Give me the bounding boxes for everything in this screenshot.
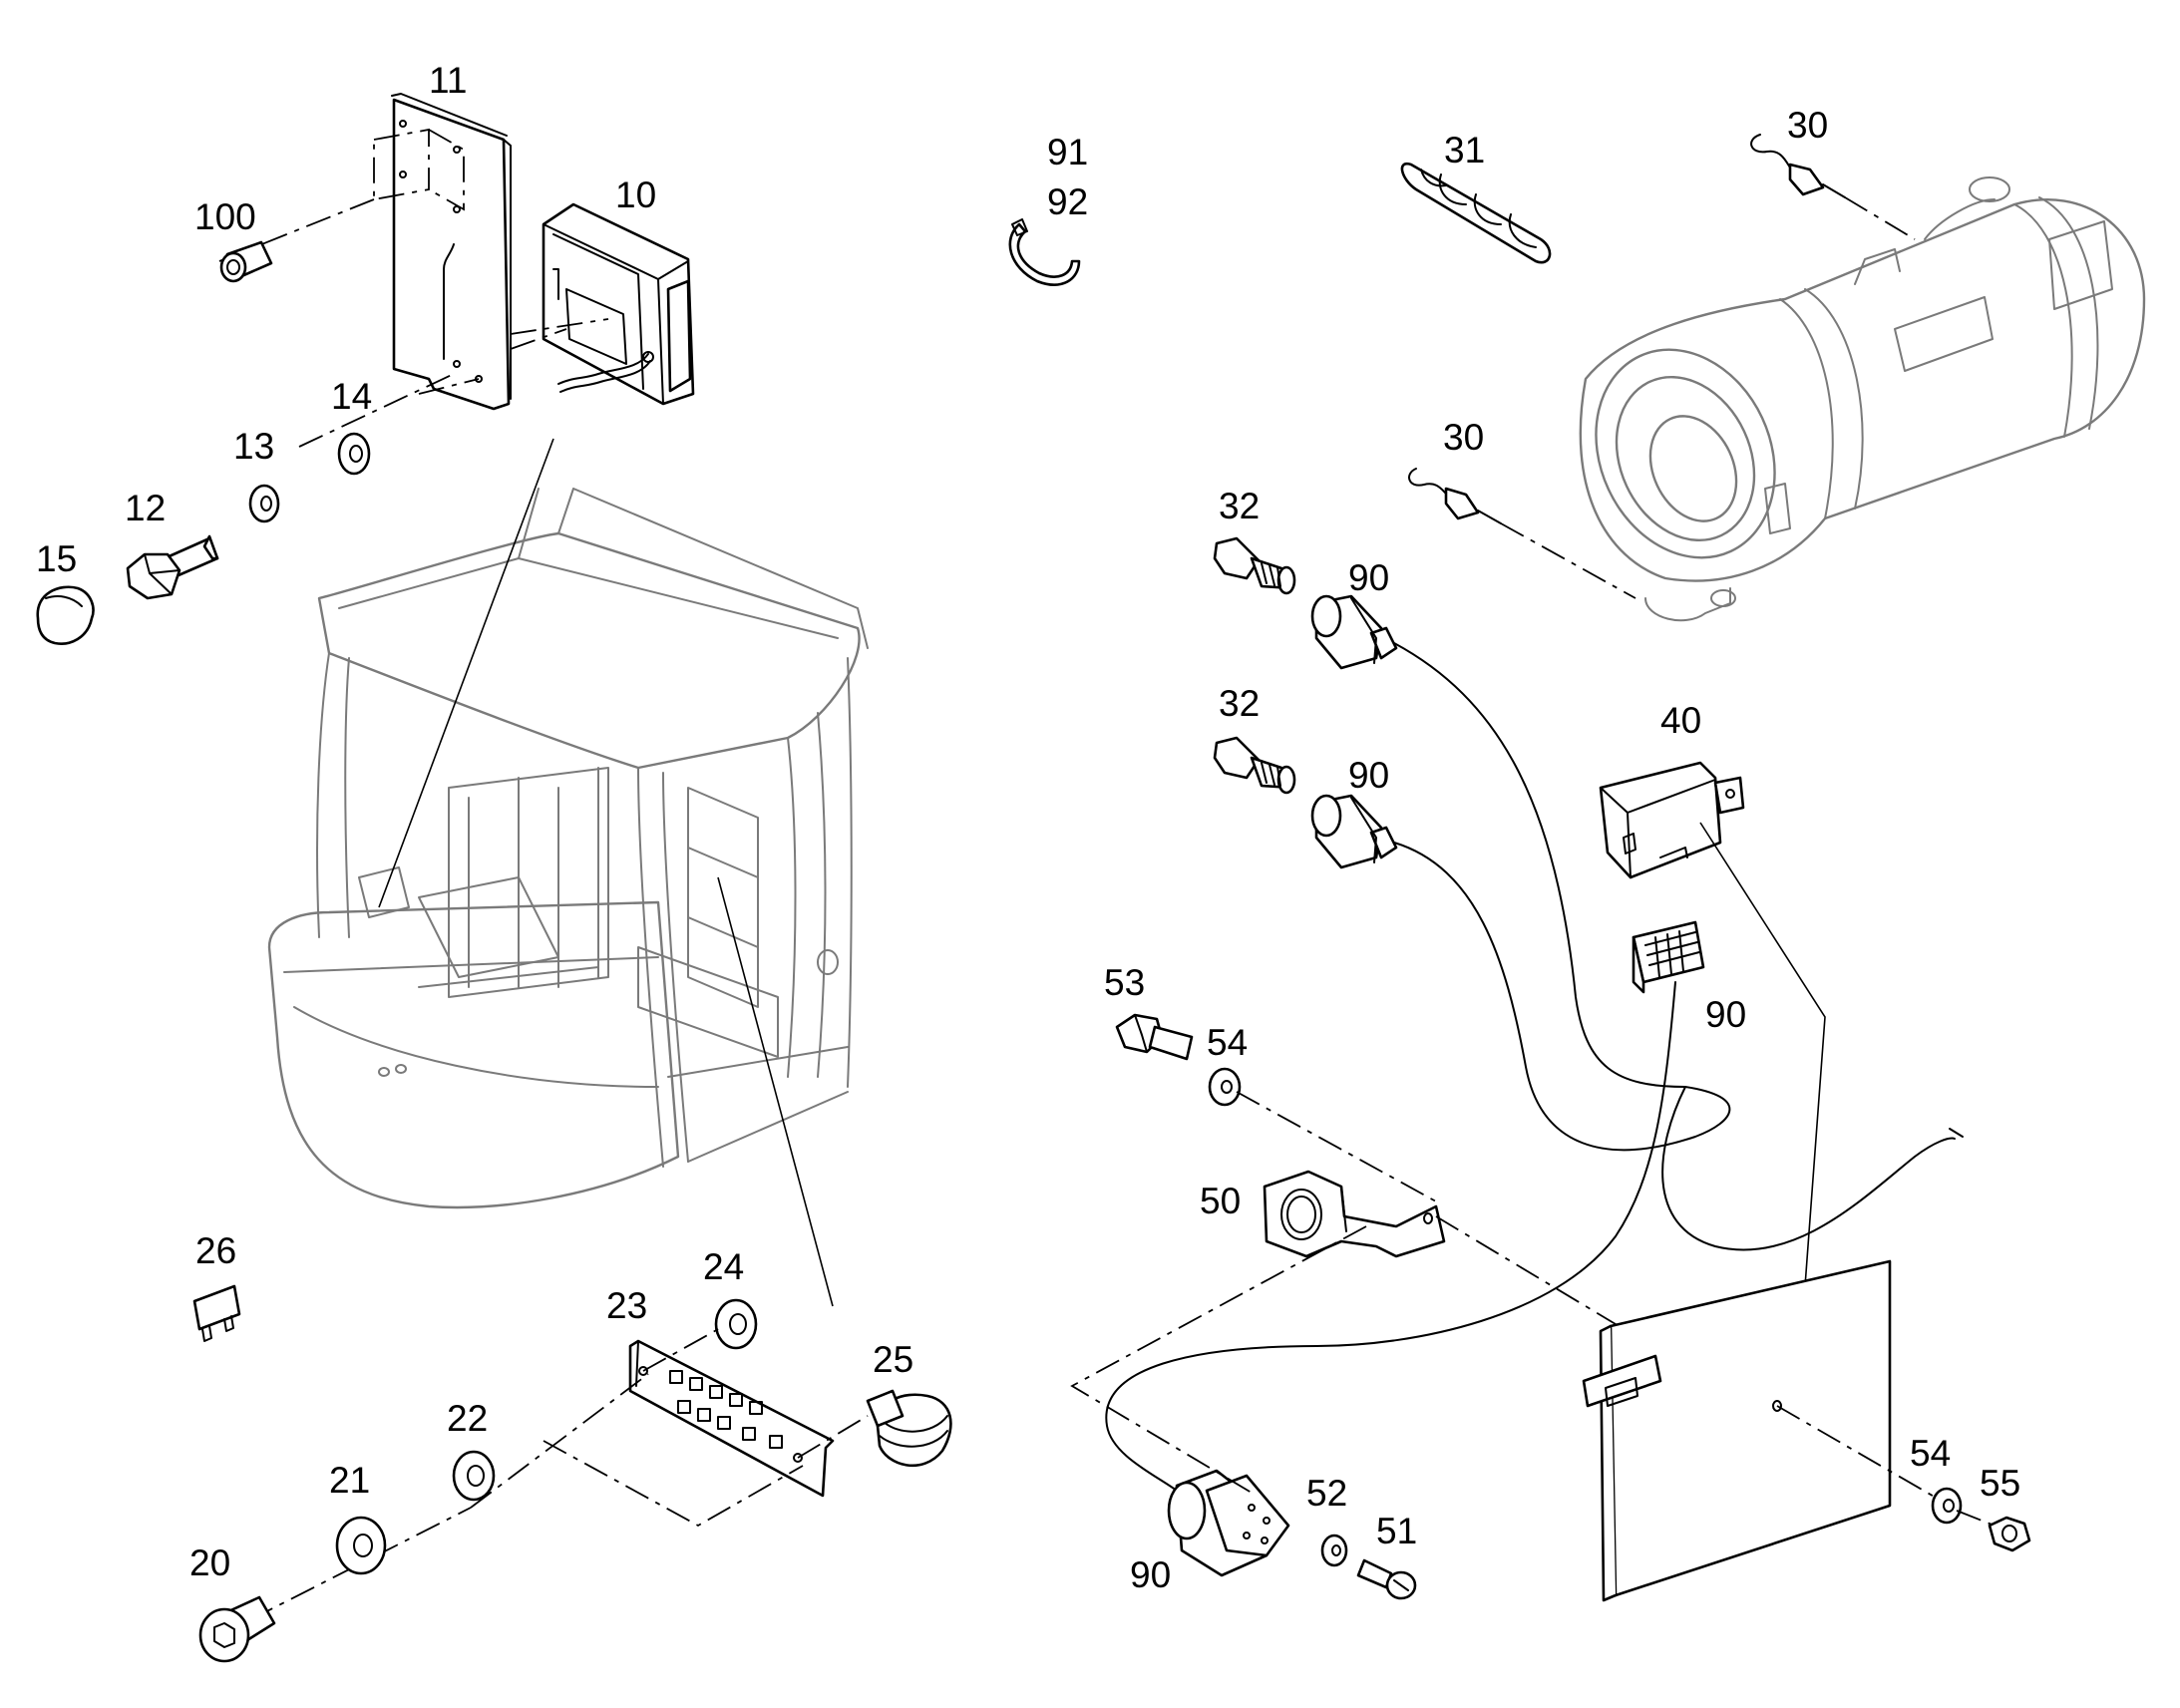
control-unit-box xyxy=(542,202,695,406)
callout-92: 92 xyxy=(1047,181,1088,222)
assembly-line xyxy=(797,1415,869,1459)
assembly-line xyxy=(642,1327,721,1372)
washer-13 xyxy=(248,484,280,523)
relay-module xyxy=(1599,761,1745,879)
cable-harness xyxy=(1105,594,1964,1577)
clamp-ring xyxy=(1008,218,1081,286)
assembly-line xyxy=(470,1373,649,1509)
leader-line xyxy=(378,438,554,908)
spiral-hose-guard xyxy=(1400,162,1552,264)
washer-14 xyxy=(337,432,371,476)
callout-26: 26 xyxy=(195,1230,236,1271)
callout-51: 51 xyxy=(1376,1511,1417,1551)
washer-54-lower xyxy=(1931,1487,1963,1525)
callout-40: 40 xyxy=(1660,700,1701,741)
callout-13: 13 xyxy=(233,426,274,467)
operator-cab xyxy=(267,488,869,1209)
mounting-bracket xyxy=(1263,1170,1446,1258)
washer-52 xyxy=(1320,1534,1348,1567)
callout-labels: 11 10 100 14 13 12 15 91 92 31 30 30 32 … xyxy=(36,60,2020,1595)
assembly-line xyxy=(543,1440,804,1528)
callout-91: 91 xyxy=(1047,132,1088,172)
assembly-line xyxy=(1236,1091,1437,1202)
callout-30-upper: 30 xyxy=(1787,105,1828,146)
assembly-line xyxy=(510,328,567,350)
assembly-line xyxy=(510,318,609,335)
callout-24: 24 xyxy=(703,1246,744,1287)
fitting-32-lower xyxy=(1213,736,1296,795)
callout-10: 10 xyxy=(615,174,656,215)
screw-100 xyxy=(219,240,273,283)
screw-51 xyxy=(1356,1558,1417,1600)
callout-32-lower: 32 xyxy=(1219,683,1260,724)
callout-53: 53 xyxy=(1104,962,1145,1003)
callout-30-lower: 30 xyxy=(1443,417,1484,458)
assembly-line xyxy=(1776,1405,1951,1507)
assembly-line xyxy=(1956,1510,1996,1527)
callout-55: 55 xyxy=(1980,1463,2020,1504)
washer-21 xyxy=(335,1516,387,1575)
assembly-line xyxy=(218,198,375,262)
callout-11: 11 xyxy=(429,60,467,101)
assembly-line xyxy=(418,378,480,395)
callout-90-middle: 90 xyxy=(1348,755,1389,796)
callout-25: 25 xyxy=(873,1339,913,1380)
bracket-plate xyxy=(373,93,512,411)
sensor-30-lower xyxy=(1408,468,1636,599)
fitting-32-upper xyxy=(1213,536,1296,595)
mounting-panel xyxy=(1582,1259,1892,1602)
callout-22: 22 xyxy=(447,1398,488,1439)
assembly-line xyxy=(248,1507,472,1621)
callout-21: 21 xyxy=(329,1460,370,1501)
callout-23: 23 xyxy=(606,1285,647,1326)
bolt-12 xyxy=(126,534,219,600)
grommet-25 xyxy=(866,1389,952,1468)
callout-32-upper: 32 xyxy=(1219,486,1260,526)
callout-90-round: 90 xyxy=(1130,1554,1171,1595)
callout-90-upper: 90 xyxy=(1348,557,1389,598)
callout-14: 14 xyxy=(331,376,372,417)
screw-20 xyxy=(198,1595,276,1663)
washer-22 xyxy=(452,1450,496,1502)
callout-15: 15 xyxy=(36,538,77,579)
nut-55 xyxy=(1988,1516,2031,1552)
callout-52: 52 xyxy=(1306,1473,1347,1514)
callout-54-lower: 54 xyxy=(1910,1433,1951,1474)
callout-12: 12 xyxy=(125,488,166,528)
bolt-53 xyxy=(1115,1013,1194,1061)
leader-line xyxy=(1699,822,1826,1287)
washer-54-upper xyxy=(1208,1067,1242,1107)
callout-100: 100 xyxy=(194,196,256,237)
callout-54-upper: 54 xyxy=(1207,1022,1248,1063)
assembly-line xyxy=(1070,1225,1367,1497)
callout-50: 50 xyxy=(1200,1181,1241,1221)
fuse-26 xyxy=(192,1284,241,1342)
washer-24 xyxy=(714,1298,758,1350)
callout-31: 31 xyxy=(1444,130,1485,171)
air-filter-canister xyxy=(1579,176,2146,622)
assembly-line xyxy=(298,373,455,448)
sensor-30-upper xyxy=(1750,134,1916,240)
fuse-board xyxy=(628,1339,835,1498)
callout-90-connector: 90 xyxy=(1705,994,1746,1035)
leader-line xyxy=(717,876,834,1307)
cap-15 xyxy=(36,585,95,645)
callout-20: 20 xyxy=(189,1542,230,1583)
